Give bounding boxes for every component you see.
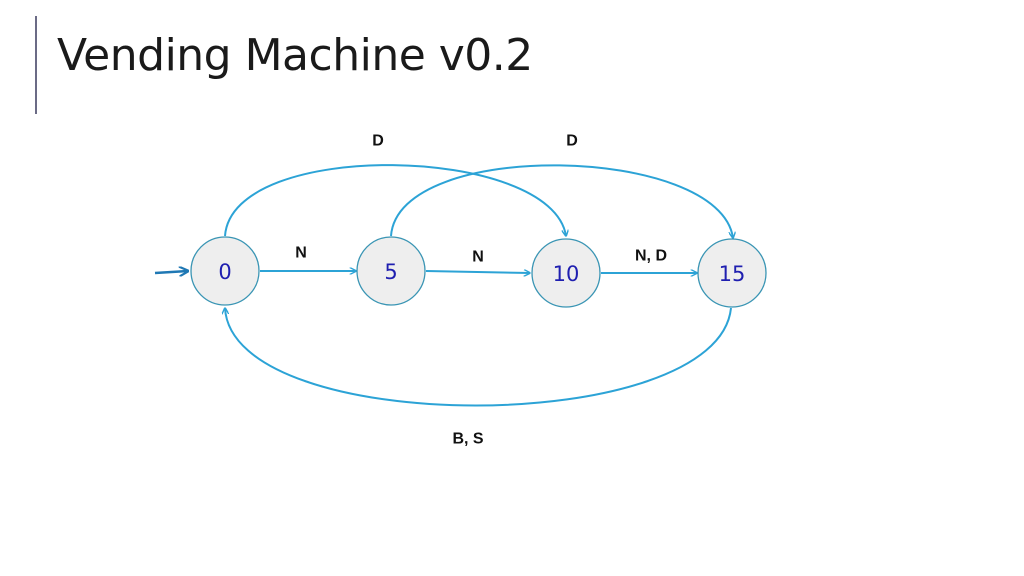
state-node-10: 10 — [531, 238, 601, 308]
edge-label-5-to-15: D — [566, 133, 578, 150]
state-label-15: 15 — [719, 262, 746, 286]
edge-label-10-to-15: N, D — [635, 248, 667, 265]
state-node-5: 5 — [356, 236, 426, 306]
edge-5-to-10 — [425, 271, 530, 273]
edge-label-5-to-10: N — [472, 249, 484, 266]
edge-5-to-15 — [390, 164, 733, 238]
edge-label-15-to-0: B, S — [452, 431, 483, 448]
edge-label-0-to-5: N — [295, 245, 307, 262]
state-label-10: 10 — [553, 262, 580, 286]
title-accent-bar — [35, 16, 37, 114]
slide-title: Vending Machine v0.2 — [57, 30, 533, 81]
start-state-arrow — [154, 271, 188, 273]
state-node-0: 0 — [190, 236, 260, 306]
edge-15-to-0 — [225, 308, 732, 407]
edge-label-0-to-10: D — [372, 133, 384, 150]
state-label-5: 5 — [384, 260, 397, 284]
state-node-15: 15 — [697, 238, 767, 308]
state-label-0: 0 — [218, 260, 231, 284]
edge-0-to-10 — [224, 164, 566, 236]
